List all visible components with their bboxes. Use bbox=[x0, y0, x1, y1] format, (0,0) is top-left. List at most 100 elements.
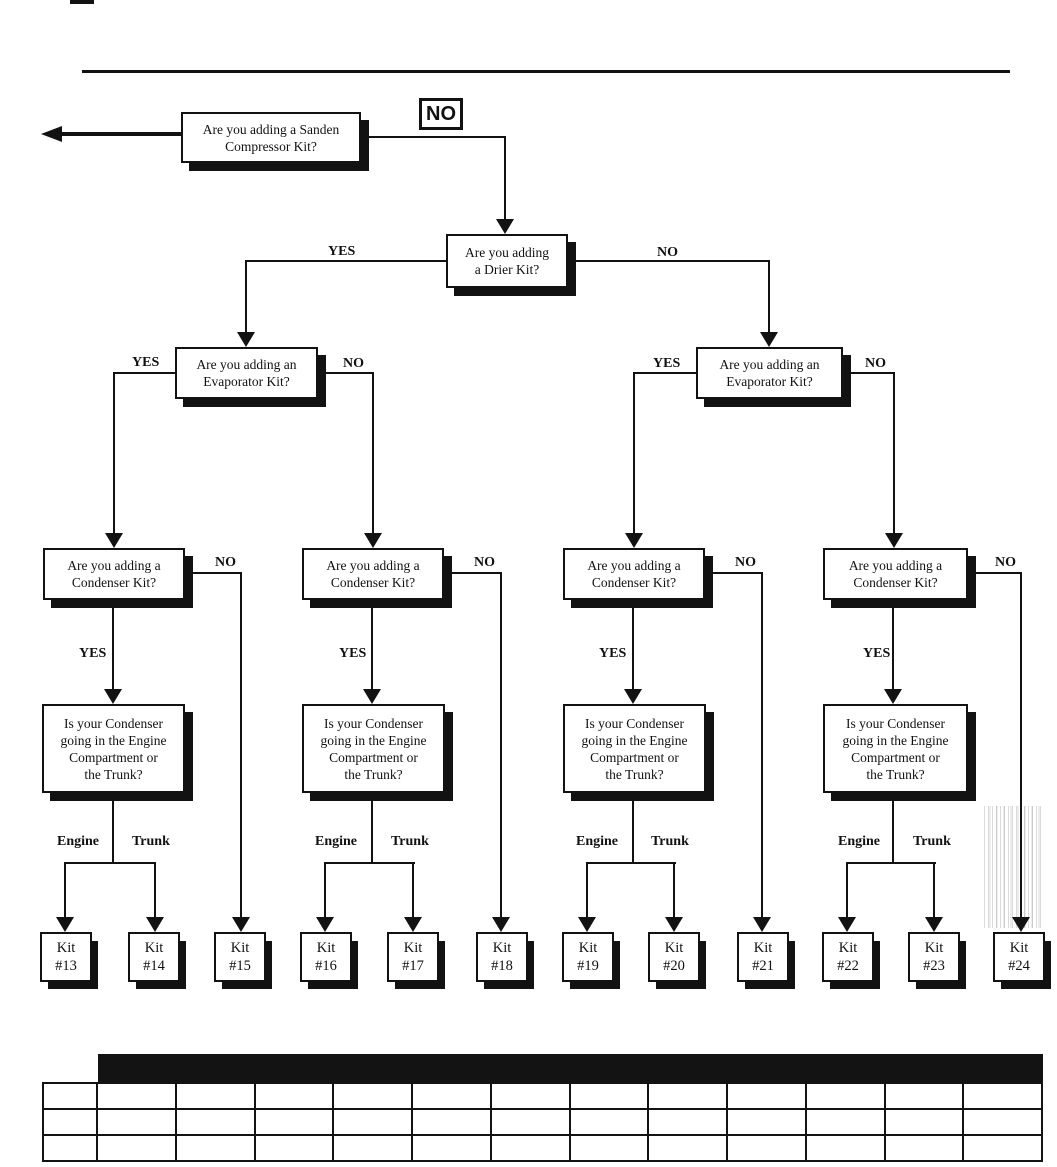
table-cell bbox=[42, 1082, 98, 1110]
connector-cond1-no-h bbox=[185, 572, 242, 574]
connector-evapR-no-v bbox=[893, 372, 895, 533]
table-cell bbox=[253, 1082, 335, 1110]
table-cell bbox=[962, 1134, 1043, 1162]
table-cell bbox=[174, 1082, 256, 1110]
arrowhead-to-kit21-icon bbox=[753, 917, 771, 932]
connector-loc3-stem bbox=[632, 799, 634, 864]
kit-box-24: Kit#24 bbox=[993, 932, 1045, 982]
condenser-question-box-3: Are you adding a Condenser Kit? bbox=[563, 548, 705, 600]
table-cell bbox=[489, 1134, 571, 1162]
connector-evapL-yes-v bbox=[113, 372, 115, 533]
table-cell bbox=[804, 1082, 886, 1110]
connector-evapR-yes-v bbox=[633, 372, 635, 533]
connector-cond1-yes-v bbox=[112, 602, 114, 689]
connector-cond1-no-v bbox=[240, 572, 242, 917]
connector-compressor-no-h bbox=[361, 136, 506, 138]
split2-engine-v bbox=[324, 862, 326, 917]
table-row bbox=[42, 1082, 1043, 1110]
evaporator-left-yes-label: YES bbox=[132, 355, 160, 370]
condenser-question-box-1: Are you adding a Condenser Kit? bbox=[43, 548, 185, 600]
split3-trunk-v bbox=[673, 862, 675, 917]
location-question-box-1: Is your Condenser going in the Engine Co… bbox=[42, 704, 185, 793]
condenser-1-yes-label: YES bbox=[79, 646, 107, 661]
no-badge-box: NO bbox=[419, 98, 463, 130]
connector-cond2-no-v bbox=[500, 572, 502, 917]
table-cell bbox=[489, 1108, 571, 1136]
split1-engine-v bbox=[64, 862, 66, 917]
arrowhead-to-condenser-1-icon bbox=[105, 533, 123, 548]
kit-reference-table bbox=[42, 1082, 1043, 1162]
kit-box-18: Kit#18 bbox=[476, 932, 528, 982]
kit-box-19: Kit#19 bbox=[562, 932, 614, 982]
table-cell bbox=[174, 1108, 256, 1136]
trunk-label-2: Trunk bbox=[391, 834, 429, 849]
arrowhead-to-condenser-4-icon bbox=[885, 533, 903, 548]
condenser-4-no-label: NO bbox=[995, 555, 1016, 570]
trunk-label-1: Trunk bbox=[132, 834, 170, 849]
connector-cond3-no-h bbox=[705, 572, 763, 574]
table-cell bbox=[962, 1108, 1043, 1136]
table-cell bbox=[726, 1134, 807, 1162]
connector-evapL-yes-h bbox=[114, 372, 175, 374]
condenser-question-box-2: Are you adding a Condenser Kit? bbox=[302, 548, 444, 600]
table-cell bbox=[726, 1108, 807, 1136]
arrowhead-to-evaporator-left-icon bbox=[237, 332, 255, 347]
table-cell bbox=[253, 1108, 335, 1136]
top-horizontal-rule bbox=[82, 70, 1010, 73]
kit-box-17: Kit#17 bbox=[387, 932, 439, 982]
evaporator-question-box-right: Are you adding an Evaporator Kit? bbox=[696, 347, 843, 399]
condenser-3-no-label: NO bbox=[735, 555, 756, 570]
drier-question-box: Are you adding a Drier Kit? bbox=[446, 234, 568, 288]
table-cell bbox=[726, 1082, 807, 1110]
connector-drier-yes-h bbox=[246, 260, 446, 262]
condenser-2-no-label: NO bbox=[474, 555, 495, 570]
engine-label-4: Engine bbox=[838, 834, 881, 849]
scan-artifact-top bbox=[70, 0, 94, 4]
table-header-bar bbox=[98, 1054, 1043, 1082]
split1-trunk-v bbox=[154, 862, 156, 917]
connector-cond3-no-v bbox=[761, 572, 763, 917]
table-cell bbox=[647, 1082, 728, 1110]
connector-drier-no-v bbox=[768, 260, 770, 333]
table-cell bbox=[96, 1108, 177, 1136]
engine-label-2: Engine bbox=[315, 834, 358, 849]
split-bar-4 bbox=[847, 862, 936, 864]
trunk-label-4: Trunk bbox=[913, 834, 951, 849]
arrowhead-to-kit14-icon bbox=[146, 917, 164, 932]
connector-cond2-no-h bbox=[444, 572, 502, 574]
table-cell bbox=[883, 1082, 965, 1110]
scan-noise-patch bbox=[984, 806, 1042, 928]
table-cell bbox=[96, 1082, 177, 1110]
connector-drier-yes-v bbox=[245, 260, 247, 333]
table-cell bbox=[411, 1108, 492, 1136]
connector-drier-no-h bbox=[568, 260, 770, 262]
engine-label-1: Engine bbox=[57, 834, 100, 849]
kit-box-13: Kit#13 bbox=[40, 932, 92, 982]
table-row bbox=[42, 1108, 1043, 1136]
arrowhead-to-kit16-icon bbox=[316, 917, 334, 932]
arrowhead-to-kit19-icon bbox=[578, 917, 596, 932]
connector-evapL-no-h bbox=[318, 372, 374, 374]
kit-box-23: Kit#23 bbox=[908, 932, 960, 982]
table-cell bbox=[411, 1134, 492, 1162]
location-question-box-3: Is your Condenser going in the Engine Co… bbox=[563, 704, 706, 793]
table-cell bbox=[883, 1108, 965, 1136]
arrowhead-to-kit13-icon bbox=[56, 917, 74, 932]
table-cell bbox=[962, 1082, 1043, 1110]
connector-loc4-stem bbox=[892, 799, 894, 864]
evaporator-right-no-label: NO bbox=[865, 356, 886, 371]
split-bar-3 bbox=[587, 862, 676, 864]
drier-yes-label: YES bbox=[328, 244, 356, 259]
arrowhead-to-kit18-icon bbox=[492, 917, 510, 932]
table-cell bbox=[253, 1134, 335, 1162]
evaporator-left-no-label: NO bbox=[343, 356, 364, 371]
table-cell bbox=[804, 1108, 886, 1136]
split3-engine-v bbox=[586, 862, 588, 917]
connector-evapR-yes-h bbox=[634, 372, 696, 374]
split-bar-1 bbox=[65, 862, 156, 864]
connector-evapR-no-h bbox=[843, 372, 895, 374]
arrowhead-to-condenser-3-icon bbox=[625, 533, 643, 548]
condenser-1-no-label: NO bbox=[215, 555, 236, 570]
table-cell bbox=[883, 1134, 965, 1162]
table-cell bbox=[568, 1134, 650, 1162]
